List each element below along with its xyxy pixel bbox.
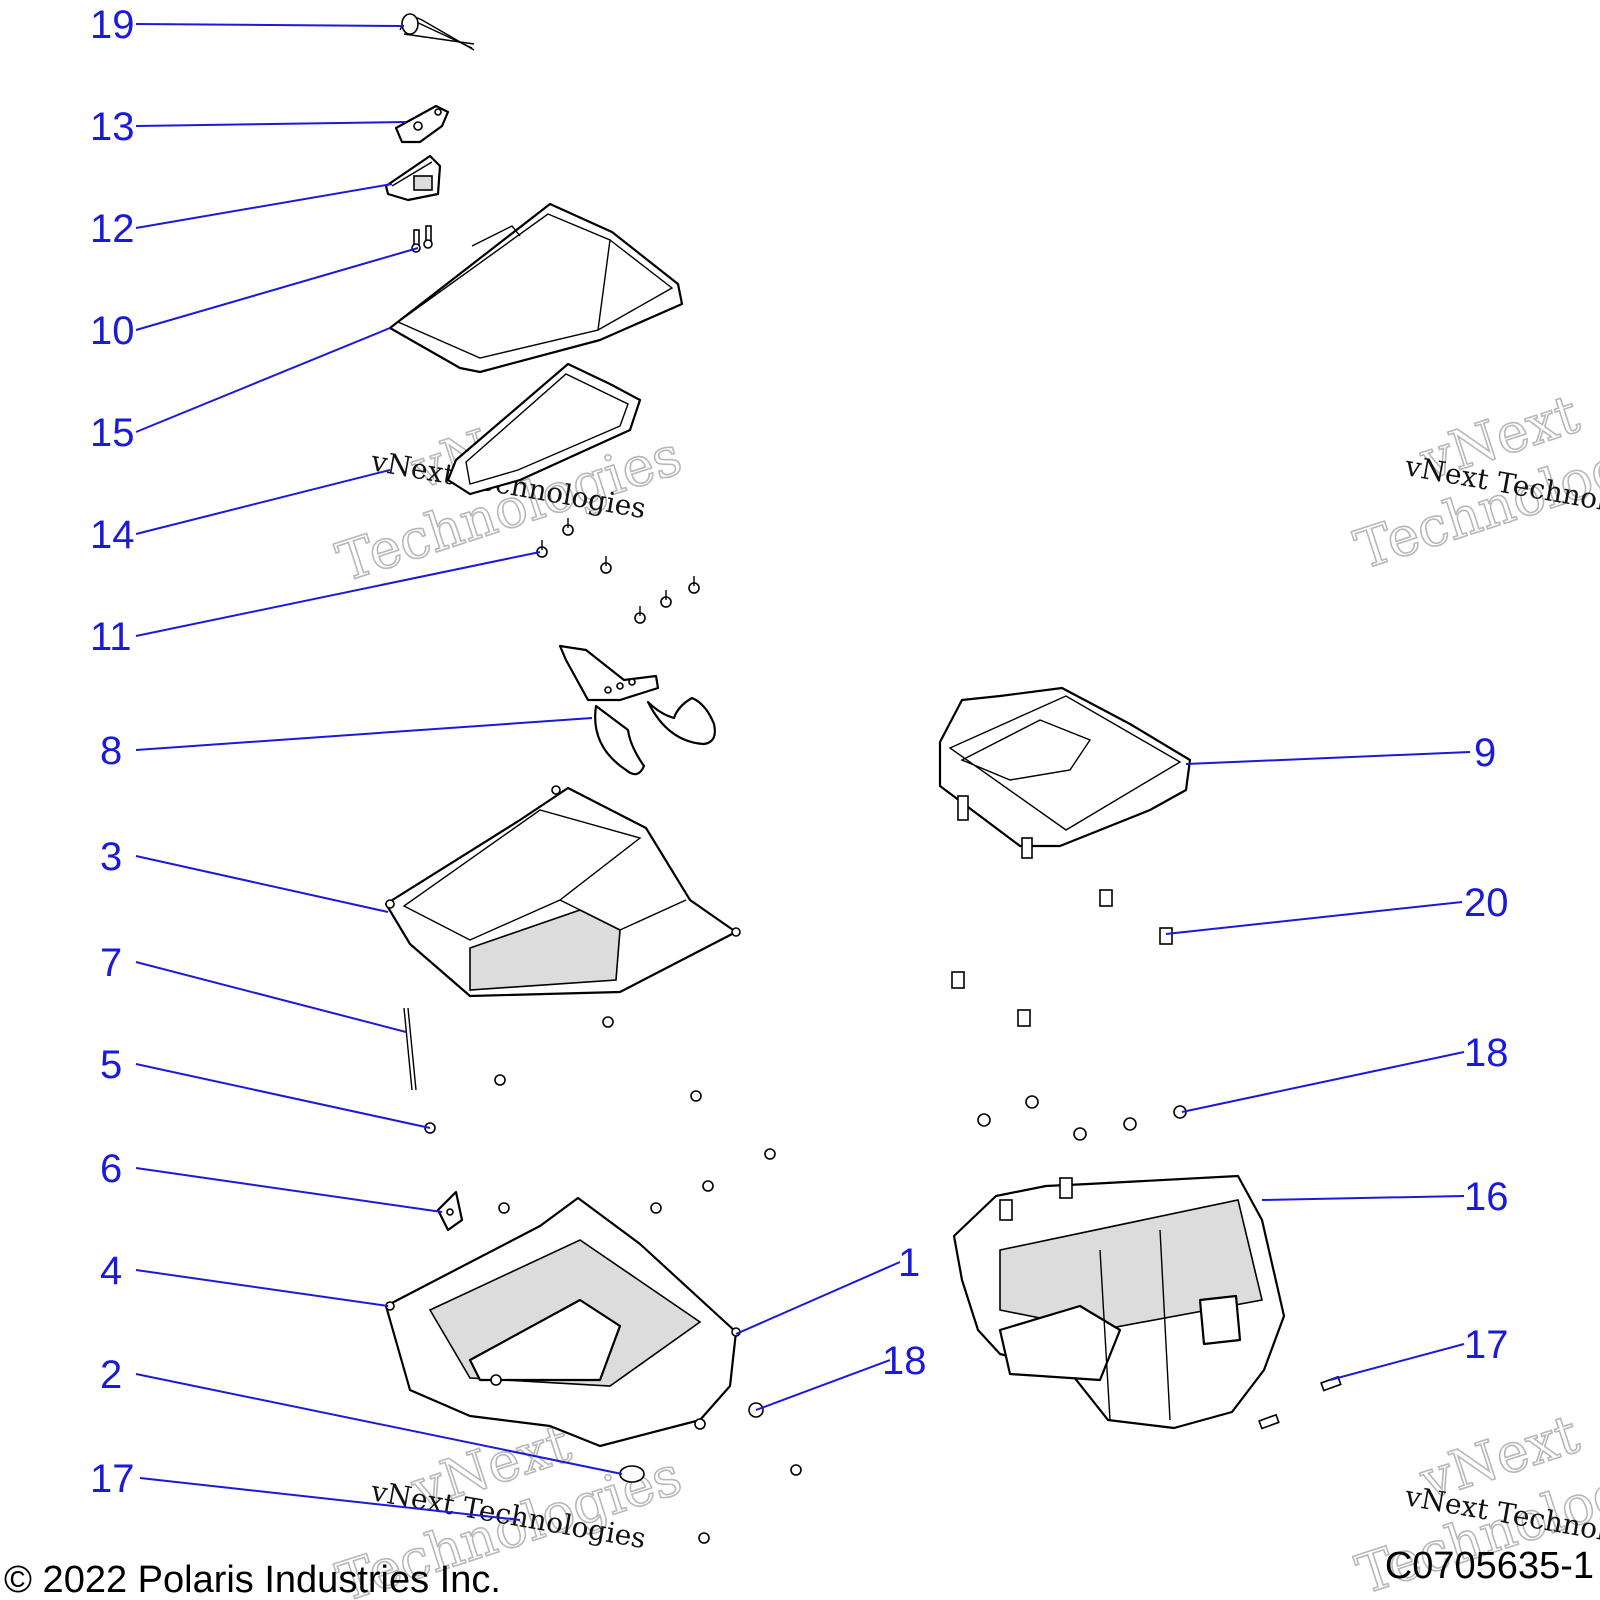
callout-9: 9 [1474, 731, 1496, 775]
leader-11 [135, 551, 541, 637]
callout-12: 12 [90, 207, 135, 251]
leader-6 [135, 1167, 443, 1213]
leader-8 [135, 717, 593, 751]
copyright-text: © 2022 Polaris Industries Inc. [4, 1559, 501, 1600]
callout-2: 2 [100, 1353, 122, 1397]
callout-20: 20 [1464, 881, 1509, 925]
part-8-handle [558, 644, 716, 776]
part-15-lid [388, 202, 684, 374]
callout-14: 14 [90, 513, 135, 557]
leader-lines [135, 23, 1471, 1521]
leader-7 [135, 961, 407, 1033]
part-16-right-tray [952, 1174, 1286, 1430]
part-5-screws [424, 1016, 776, 1214]
part-19-cable-tie [399, 13, 475, 51]
leader-10 [135, 247, 419, 331]
leader-3 [135, 855, 389, 913]
callout-13: 13 [90, 105, 135, 149]
callout-5: 5 [100, 1043, 122, 1087]
leader-5 [135, 1063, 431, 1129]
part-3-upper-tray [384, 785, 741, 998]
part-14-seal [446, 362, 642, 496]
part-18-rivet-lower [694, 1402, 802, 1544]
leader-4 [135, 1269, 389, 1307]
leader-19 [135, 23, 405, 27]
leader-14 [135, 469, 391, 535]
callout-19: 19 [90, 3, 135, 47]
callout-15: 15 [90, 411, 135, 455]
part-9-lid [938, 686, 1192, 859]
leader-2 [135, 1373, 623, 1475]
callout-10: 10 [90, 309, 135, 353]
leader-12 [135, 183, 393, 229]
callout-8: 8 [100, 729, 122, 773]
part-6-bracket [436, 1190, 464, 1232]
leader-16 [1261, 1195, 1465, 1201]
leader-17b [1329, 1343, 1465, 1381]
callout-16: 16 [1464, 1175, 1509, 1219]
leader-15 [135, 327, 391, 433]
leader-20 [1165, 901, 1463, 935]
callout-17: 17 [1464, 1323, 1509, 1367]
callout-4: 4 [100, 1249, 122, 1293]
part-7-rod [403, 1007, 417, 1091]
leader-17a [139, 1477, 521, 1521]
callout-6: 6 [100, 1147, 122, 1191]
part-18-rivets [977, 1095, 1187, 1141]
callout-7: 7 [100, 941, 122, 985]
leader-13 [135, 121, 407, 127]
part-4-lower-tray [384, 1196, 741, 1448]
callout-11: 11 [90, 615, 132, 659]
leader-9 [1185, 751, 1471, 765]
diagram-code: C0705635-1 [1385, 1545, 1594, 1587]
callout-3: 3 [100, 835, 122, 879]
callout-1: 1 [898, 1241, 920, 1285]
callout-18: 18 [1464, 1031, 1509, 1075]
leader-1 [735, 1261, 901, 1335]
part-13-bracket [394, 104, 450, 144]
callout-numbers: 19 13 12 10 15 14 11 8 3 7 5 6 4 2 17 9 … [90, 3, 1509, 1501]
callout-18: 18 [882, 1339, 927, 1383]
part-2-plug [619, 1465, 645, 1483]
part-12-latch [384, 154, 442, 202]
part-11-screws [536, 518, 700, 624]
part-20-clips [951, 889, 1173, 1027]
leader-18b [755, 1359, 891, 1411]
callout-17: 17 [90, 1457, 135, 1501]
leader-18a [1181, 1051, 1465, 1113]
part-17-screws [1258, 1375, 1342, 1430]
